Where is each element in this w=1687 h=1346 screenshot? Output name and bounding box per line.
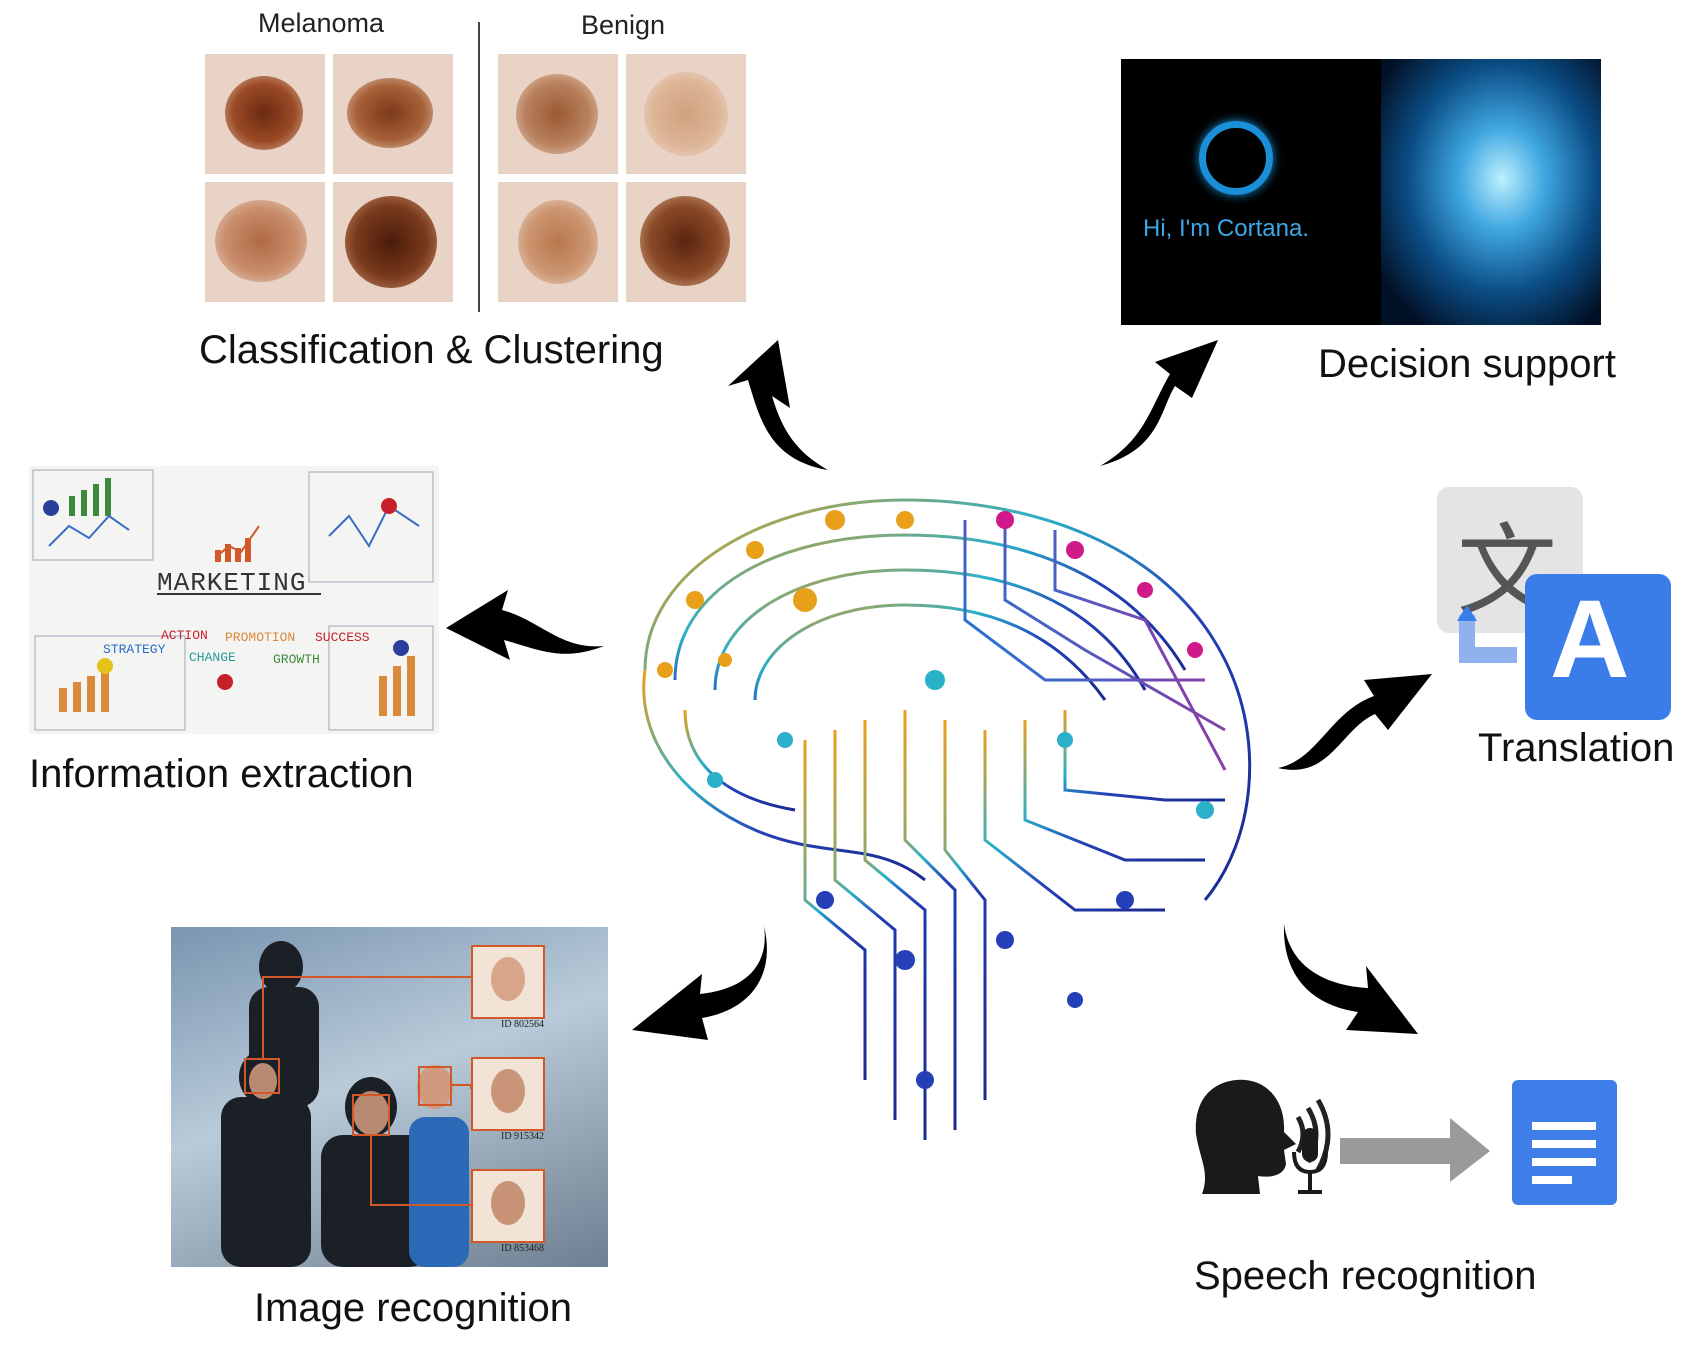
- speech-caption: Speech recognition: [1194, 1254, 1537, 1298]
- lesion-image: [205, 54, 325, 174]
- mk-word: ACTION: [161, 628, 208, 643]
- face-id: ID 853468: [501, 1243, 545, 1254]
- divider: [478, 22, 480, 312]
- mk-word: SUCCESS: [315, 630, 370, 645]
- lesion-image: [626, 54, 746, 174]
- image-caption: Image recognition: [254, 1286, 572, 1330]
- arrow-to-information: [446, 590, 604, 660]
- marketing-title: MARKETING: [157, 568, 307, 598]
- decision-caption: Decision support: [1318, 342, 1616, 386]
- cortana-ring-icon: [1199, 121, 1273, 195]
- translation-caption: Translation: [1478, 726, 1675, 770]
- marketing-charts: [32, 469, 434, 731]
- face-id: ID 802564: [501, 1019, 545, 1030]
- cortana-image: Hi, I'm Cortana.: [1121, 59, 1601, 325]
- face-id: ID 915342: [501, 1131, 545, 1142]
- lesion-image: [498, 54, 618, 174]
- arrow-to-speech: [1283, 924, 1418, 1034]
- lesion-image: [205, 182, 325, 302]
- classification-caption: Classification & Clustering: [199, 328, 664, 372]
- crowd-scene: [221, 941, 472, 1267]
- a-glyph: A: [1550, 578, 1630, 701]
- face-thumbnail: [471, 945, 545, 1019]
- arrow-to-translation: [1278, 674, 1432, 770]
- mk-word: GROWTH: [273, 652, 320, 667]
- document-icon: [1512, 1080, 1617, 1205]
- arrow-to-decision: [1100, 340, 1218, 466]
- face-thumbnail: [471, 1169, 545, 1243]
- benign-heading: Benign: [581, 10, 666, 40]
- lesion-image: [498, 182, 618, 302]
- lesion-image: [626, 182, 746, 302]
- lesion-image: [333, 182, 453, 302]
- mk-word: PROMOTION: [225, 630, 296, 645]
- mk-word: STRATEGY: [103, 642, 166, 657]
- information-caption: Information extraction: [29, 752, 414, 796]
- circuit-brain-icon: [642, 498, 1252, 1140]
- microphone-icon: [1292, 1128, 1328, 1194]
- hologram-face: [1381, 59, 1601, 325]
- cortana-greeting: Hi, I'm Cortana.: [1143, 215, 1309, 242]
- marketing-board-image: MARKETING STRATEGY ACTION CHANGE PROMOTI…: [29, 466, 439, 734]
- lesion-image: [333, 54, 453, 174]
- gray-arrow-icon: [1340, 1118, 1490, 1182]
- melanoma-heading: Melanoma: [258, 8, 385, 38]
- arrow-to-image: [632, 926, 767, 1040]
- arrow-to-classification: [728, 340, 828, 470]
- face-thumbnail: [471, 1057, 545, 1131]
- translate-swap-arrow: [1457, 605, 1517, 663]
- mk-word: CHANGE: [189, 650, 236, 665]
- face-recognition-image: ID 802564 ID 915342 ID 853468: [171, 927, 608, 1267]
